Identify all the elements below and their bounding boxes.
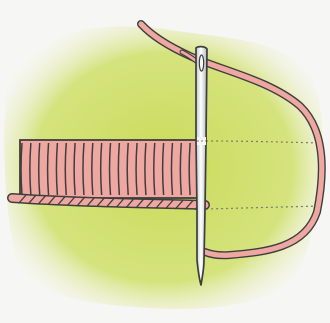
satin-stitch-block: [20, 140, 203, 198]
